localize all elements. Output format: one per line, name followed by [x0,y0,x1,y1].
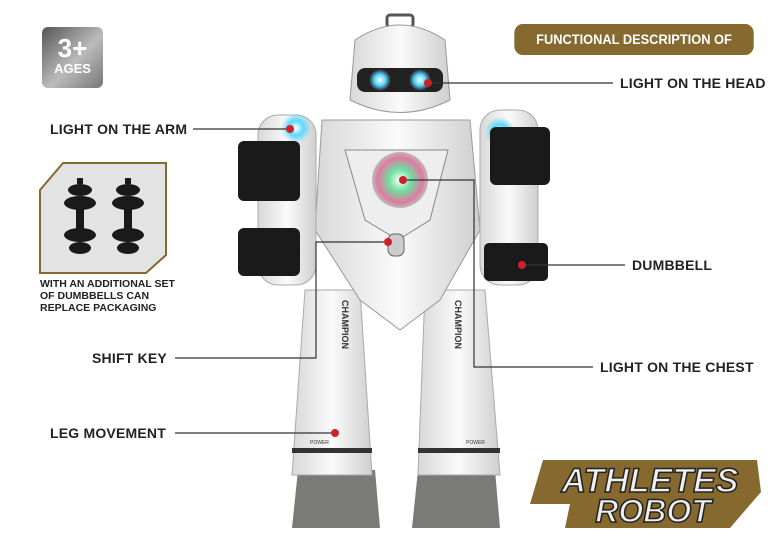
athletes-robot-logo: ATHLETES ROBOT [530,460,761,530]
age-badge: 3+ AGES [42,27,103,88]
header-title: FUNCTIONAL DESCRIPTION OF ROBOT [514,24,754,78]
logo-line2: ROBOT [595,493,713,529]
callout-dumbbell: DUMBBELL [632,257,713,273]
foot-marking-left: POWER [310,440,329,446]
age-number: 3+ [57,33,88,63]
logo-line1: ATHLETES [561,462,739,500]
callout-leg: LEG MOVEMENT [50,425,166,441]
callout-arm: LIGHT ON THE ARM [50,121,188,137]
age-label: AGES [54,61,91,76]
callout-lines [175,82,625,434]
leg-marking-right: CHAMPION [453,300,463,349]
callout-head: LIGHT ON THE HEAD [620,75,766,91]
eye-left [369,69,391,91]
caption-line: WITH AN ADDITIONAL SET [40,278,175,290]
callout-chest: LIGHT ON THE CHEST [600,359,754,375]
leg-marking-left: CHAMPION [340,300,350,349]
callout-dots [286,79,526,437]
extra-dumbbells-image [39,162,167,274]
caption-line: OF DUMBBELLS CAN [40,290,150,302]
robot-legs: CHAMPION CHAMPION POWER POWER [291,289,501,476]
foot-marking-right: POWER [466,440,485,446]
caption-line: REPLACE PACKAGING [40,302,157,314]
callout-shift-key: SHIFT KEY [92,350,167,366]
robot-feet [292,470,500,528]
robot-head [349,13,451,113]
robot-dumbbells [238,127,550,281]
extra-dumbbells-caption: WITH AN ADDITIONAL SET OF DUMBBELLS CAN … [40,278,175,314]
